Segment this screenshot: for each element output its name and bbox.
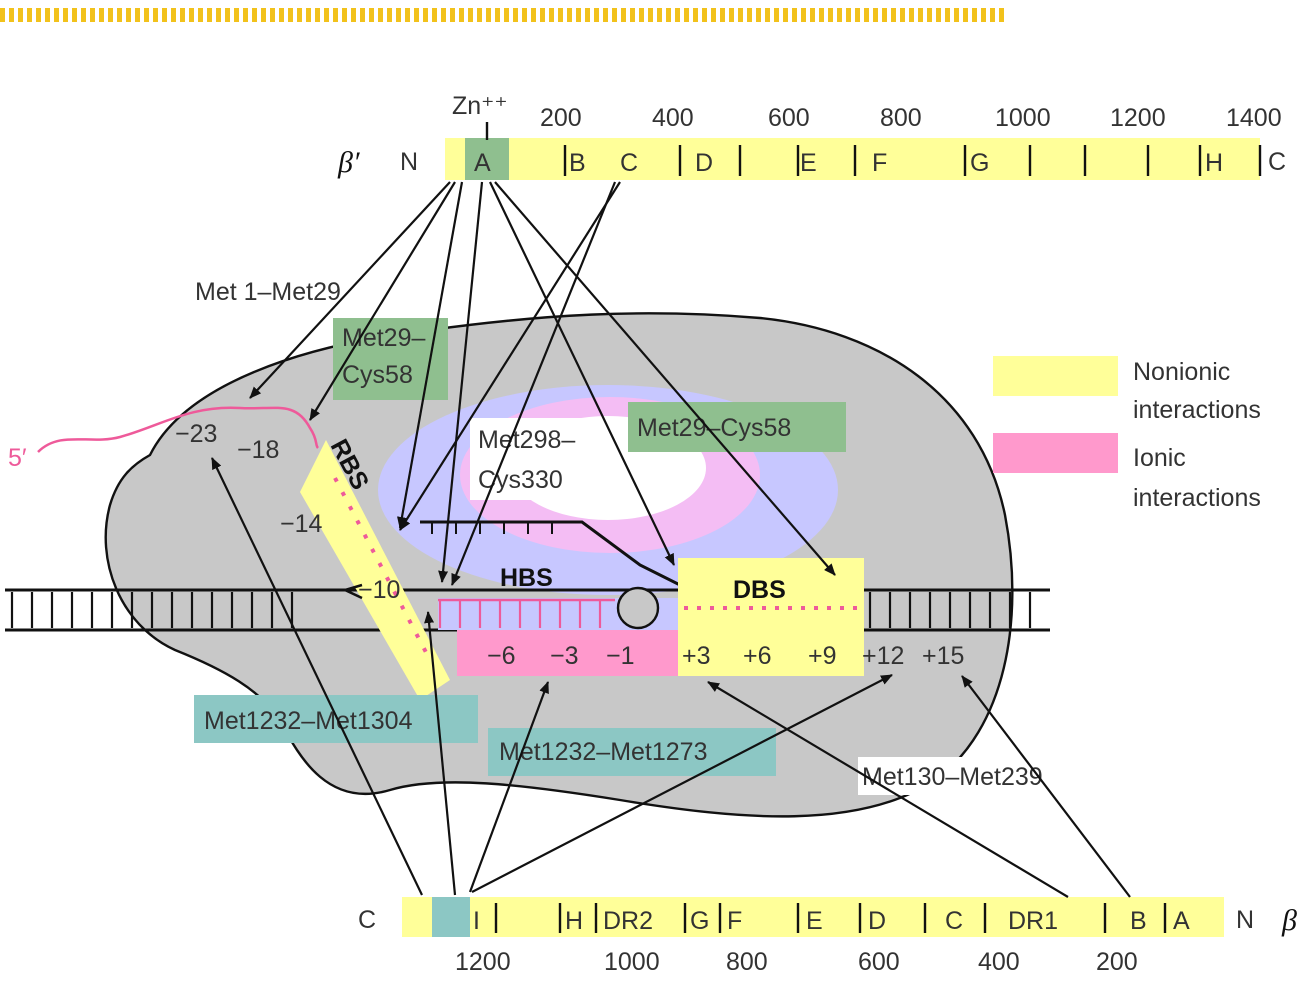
beta-prime-tick-600: 600 — [768, 104, 810, 132]
beta-domain-a: A — [1173, 907, 1190, 935]
beta-domain-f: F — [727, 907, 742, 935]
beta-domain-dr1: DR1 — [1008, 907, 1058, 935]
beta-prime-tick-1400: 1400 — [1226, 104, 1282, 132]
beta-domain-b: B — [1130, 907, 1147, 935]
beta-prime-tick-1000: 1000 — [995, 104, 1051, 132]
beta-tick-200: 200 — [1096, 948, 1138, 976]
legend-nonionic-2: interactions — [1133, 396, 1261, 424]
beta-prime-domain-g: G — [970, 149, 989, 177]
legend-nonionic-1: Nonionic — [1133, 358, 1230, 386]
beta-prime-domain-a: A — [474, 149, 491, 177]
beta-domain-h: H — [565, 907, 583, 935]
beta-n-end: N — [1236, 906, 1254, 934]
dna-pos-p15: +15 — [922, 642, 964, 670]
dna-pos-m3: −3 — [550, 642, 579, 670]
beta-prime-c-end: C — [1268, 148, 1286, 176]
beta-domain-g: G — [690, 907, 709, 935]
legend-ionic-1: Ionic — [1133, 444, 1186, 472]
beta-prime-domain-h: H — [1205, 149, 1223, 177]
label-met130-239: Met130–Met239 — [862, 763, 1043, 791]
header-dash-bar — [0, 8, 1005, 22]
beta-domain-e: E — [806, 907, 823, 935]
rna-pos-14: −14 — [280, 510, 323, 538]
dbs-label: DBS — [733, 576, 786, 604]
beta-tick-1200: 1200 — [455, 948, 511, 976]
beta-tick-800: 800 — [726, 948, 768, 976]
dna-pos-p3: +3 — [682, 642, 711, 670]
legend-ionic-2: interactions — [1133, 484, 1261, 512]
label-met1-met29: Met 1–Met29 — [195, 278, 341, 306]
beta-prime-domain-c: C — [620, 149, 638, 177]
beta-symbol: β — [1281, 904, 1297, 937]
label-met1232-1273: Met1232–Met1273 — [499, 738, 707, 766]
zinc-label: Zn⁺⁺ — [452, 92, 508, 120]
label-met29-cys58-b: Met29–Cys58 — [637, 414, 791, 442]
dna-pos-p12: +12 — [862, 642, 904, 670]
legend-swatch-nonionic — [993, 356, 1118, 396]
rna-pos-23: −23 — [175, 420, 217, 448]
beta-domain-c: C — [945, 907, 963, 935]
beta-domain-dr2: DR2 — [603, 907, 653, 935]
beta-prime-domain-d: D — [695, 149, 713, 177]
beta-prime-tick-800: 800 — [880, 104, 922, 132]
legend-swatch-ionic — [993, 433, 1118, 473]
dna-pos-m6: −6 — [487, 642, 516, 670]
beta-domain-i: I — [473, 907, 480, 935]
beta-prime-symbol: β′ — [337, 146, 360, 179]
beta-prime-tick-1200: 1200 — [1110, 104, 1166, 132]
five-prime-label: 5′ — [8, 444, 27, 472]
rna-pos-18: −18 — [237, 436, 279, 464]
label-met298-1: Met298– — [478, 426, 575, 454]
rna-pos-10: −10 — [358, 576, 400, 604]
active-site-circle — [618, 588, 658, 628]
label-met29-cys58-a-2: Cys58 — [342, 361, 413, 389]
beta-prime-domain-e: E — [800, 149, 817, 177]
beta-prime-domain-b: B — [569, 149, 586, 177]
beta-c-end: C — [358, 906, 376, 934]
hbs-label: HBS — [500, 564, 553, 592]
dna-pos-p6: +6 — [743, 642, 772, 670]
beta-tick-600: 600 — [858, 948, 900, 976]
label-met1232-1304: Met1232–Met1304 — [204, 707, 413, 735]
beta-tick-1000: 1000 — [604, 948, 660, 976]
beta-prime-bar: β′ N C Zn⁺⁺ A B C D E F G H 200 400 600 800 1000 120… — [337, 92, 1286, 180]
beta-tick-400: 400 — [978, 948, 1020, 976]
dna-pos-p9: +9 — [808, 642, 837, 670]
beta-domain-d: D — [868, 907, 886, 935]
beta-prime-tick-200: 200 — [540, 104, 582, 132]
beta-prime-tick-400: 400 — [652, 104, 694, 132]
dna-pos-m1: −1 — [606, 642, 635, 670]
legend: Nonionic interactions Ionic interactions — [993, 356, 1261, 512]
beta-prime-n-end: N — [400, 148, 418, 176]
beta-prime-domain-f: F — [872, 149, 887, 177]
